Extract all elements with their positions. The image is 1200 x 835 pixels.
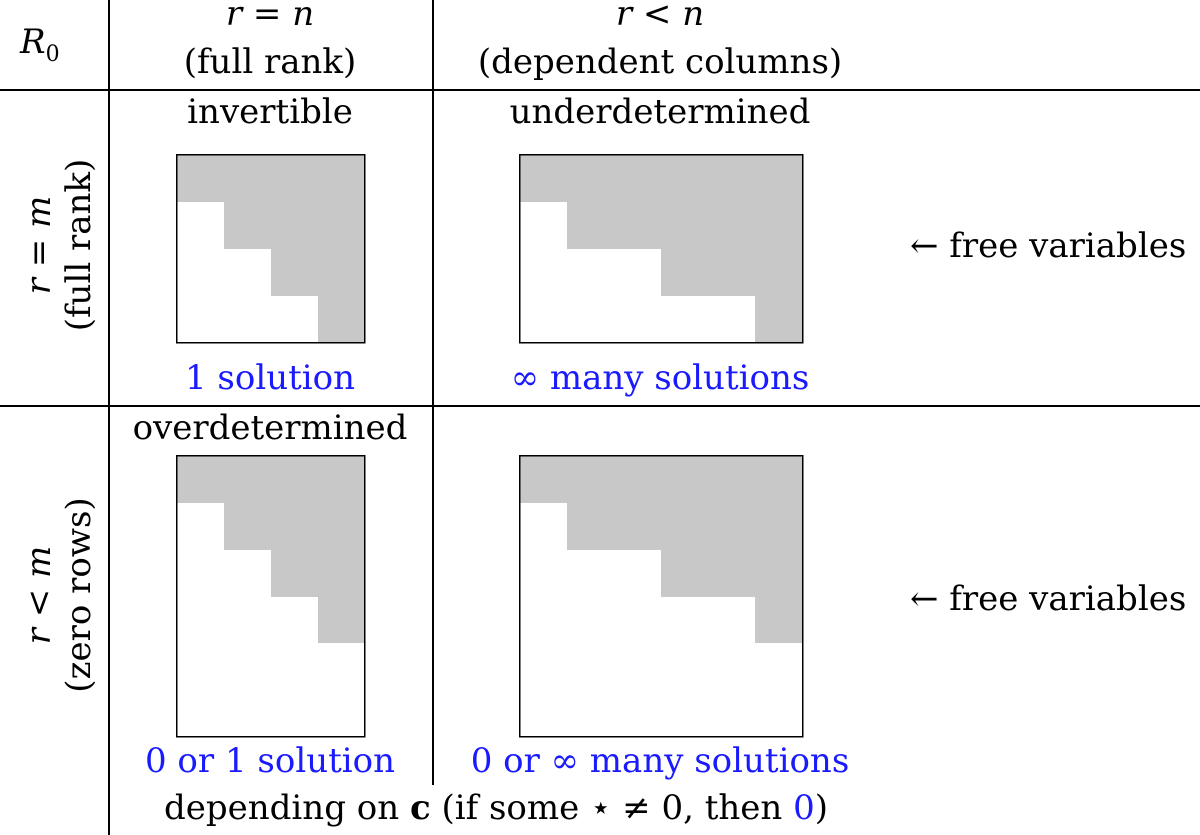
footer-zero: 0 [793, 788, 815, 828]
free-variables-label-row-1: ← free variables [910, 226, 1187, 266]
row-header-divider [108, 0, 110, 835]
column-2-condition: r < n [615, 0, 705, 34]
row-divider [0, 405, 1200, 407]
matrix-underdetermined [519, 154, 804, 344]
pivot-staircase [177, 456, 364, 643]
header-divider [0, 89, 1200, 91]
matrix-dependent-zero-rows [519, 455, 804, 738]
pivot-staircase [520, 155, 802, 342]
free-variables-label-row-2: ← free variables [910, 579, 1187, 619]
row-2-header: r < m (zero rows) [19, 497, 99, 693]
column-divider [432, 0, 434, 785]
column-1-condition: r = n [225, 0, 315, 34]
column-1-description: (full rank) [183, 42, 357, 82]
matrix-overdetermined [176, 455, 366, 738]
row-1-header: r = m (full rank) [19, 158, 99, 332]
cell-title-invertible: invertible [187, 92, 353, 132]
outcome-infinite-solutions: ∞ many solutions [510, 358, 810, 398]
pivot-staircase [177, 155, 364, 342]
footer-variable-c: c [409, 788, 431, 828]
outcome-zero-or-infinite-solutions: 0 or ∞ many solutions [470, 741, 850, 781]
outcome-zero-or-one-solution: 0 or 1 solution [144, 741, 396, 781]
column-2-description: (dependent columns) [477, 42, 843, 82]
corner-label: R0 [20, 22, 60, 67]
outcome-one-solution: 1 solution [184, 358, 356, 398]
matrix-invertible [176, 154, 366, 344]
pivot-staircase [520, 456, 802, 643]
cell-title-underdetermined: underdetermined [509, 92, 811, 132]
footer-note: depending on c (if some ⋆ ≠ 0, then 0) [163, 788, 829, 828]
cell-title-overdetermined: overdetermined [132, 408, 408, 448]
